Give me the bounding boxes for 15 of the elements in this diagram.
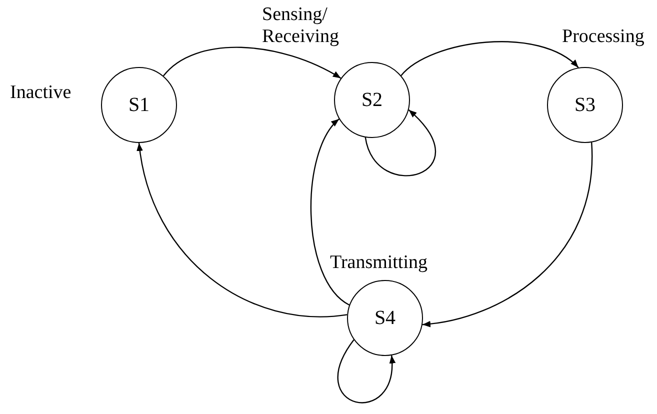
state-label: S3 — [574, 94, 596, 116]
arrow — [137, 142, 348, 318]
state-name: Inactive — [10, 82, 72, 104]
state-label: S1 — [128, 94, 150, 116]
arrow — [400, 41, 579, 76]
arrow — [310, 118, 350, 306]
state-name: Sensing/ Receiving — [262, 4, 340, 48]
arrow — [338, 339, 395, 404]
arrow — [163, 46, 342, 79]
state-name: Processing — [562, 26, 646, 48]
arrow — [364, 109, 436, 176]
state-name: Transmitting — [330, 252, 428, 274]
state-label: S4 — [374, 306, 396, 330]
state-label: S2 — [361, 88, 383, 112]
arrow — [422, 142, 592, 327]
